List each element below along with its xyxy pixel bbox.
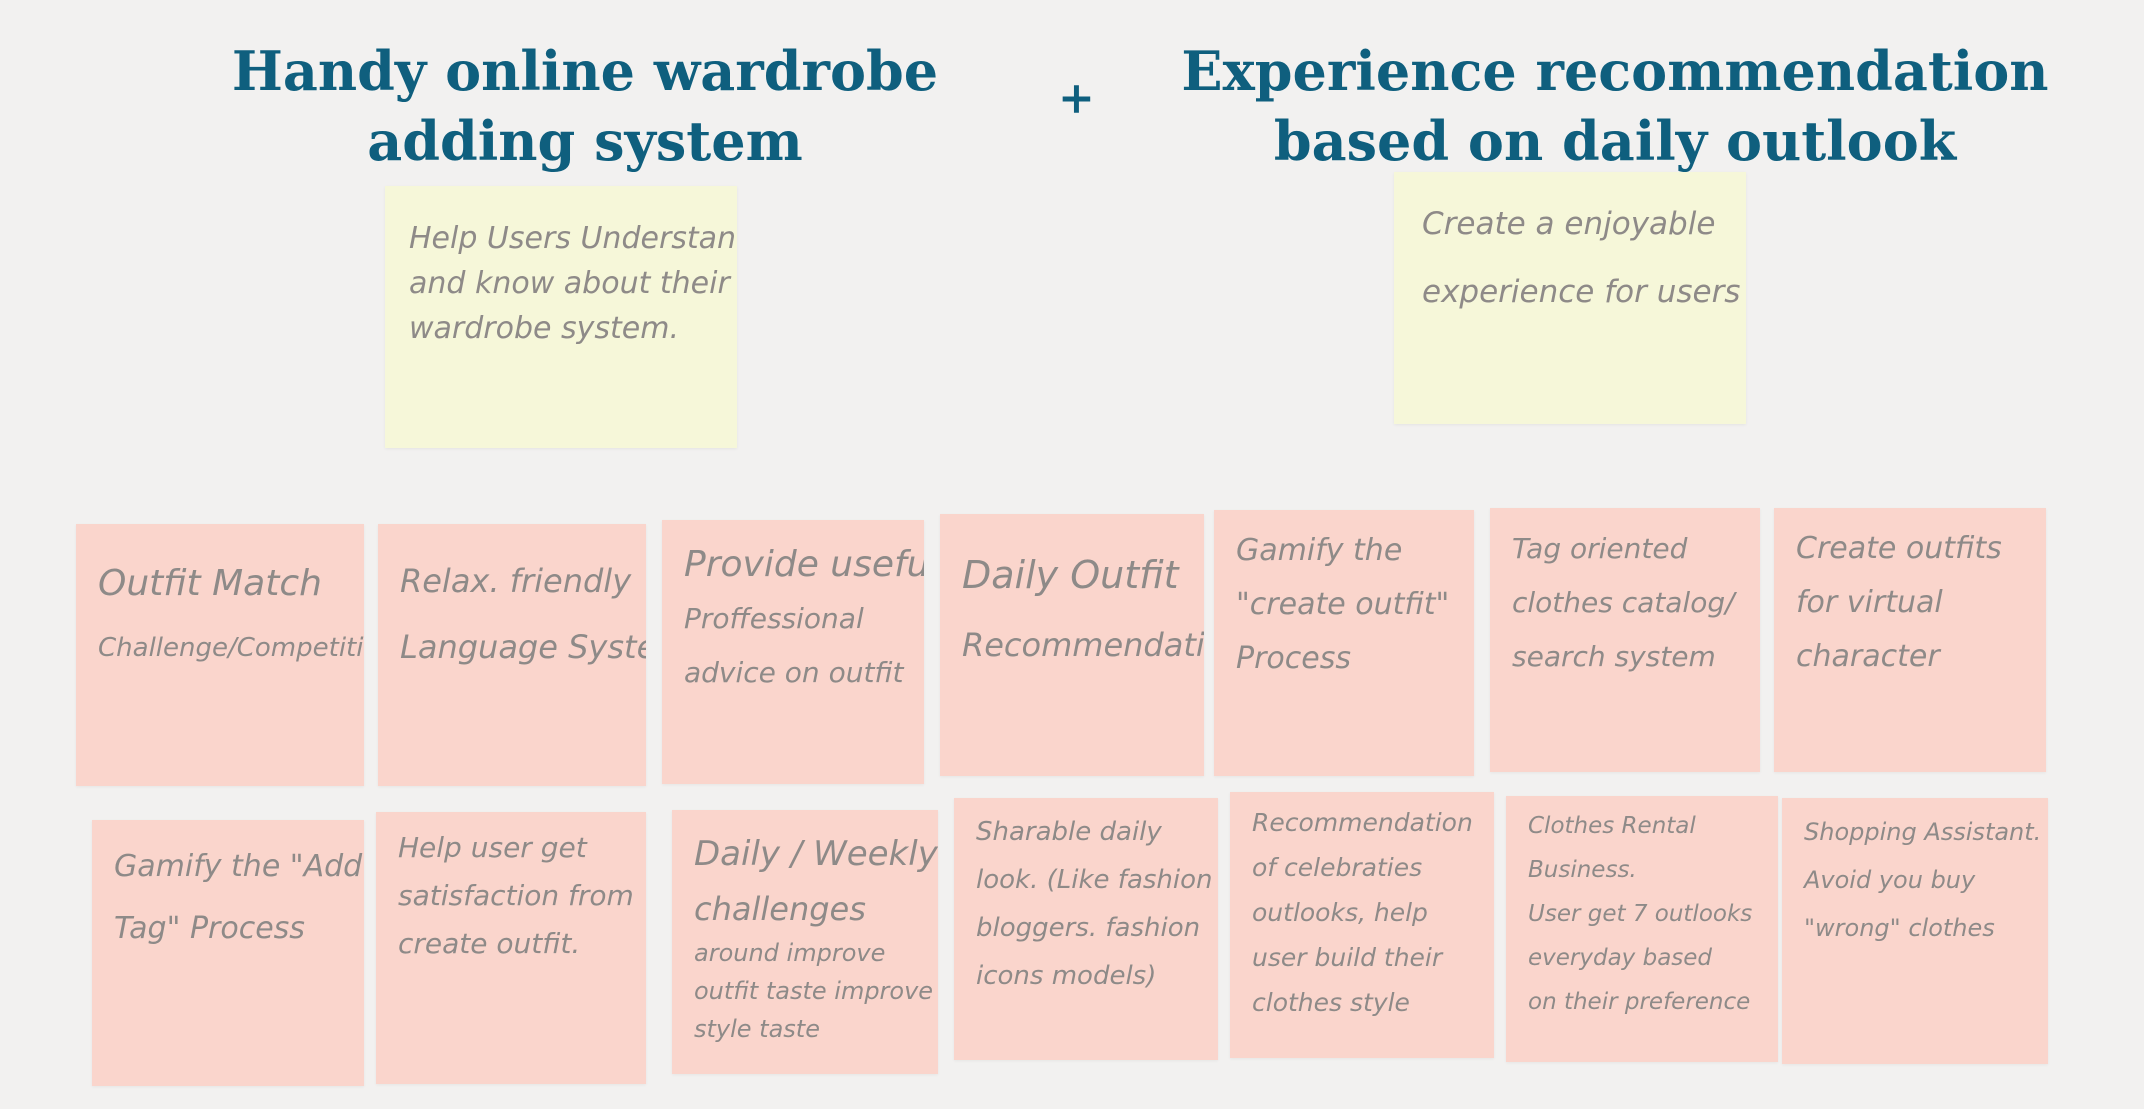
note-line: Proffessional [684, 602, 864, 635]
idea-note-virtual-character: Create outfits for virtual character [1774, 508, 2046, 772]
note-line: Process [1236, 641, 1351, 676]
note-line: outfit taste improve [694, 977, 934, 1005]
heading-right-line-1: Experience recommendation [1181, 39, 2049, 103]
heading-left: Handy online wardrobe adding system [190, 36, 980, 176]
note-line: Relax. friendly [400, 562, 632, 600]
note-line: style taste [694, 1015, 820, 1043]
note-line: create outfit. [398, 927, 581, 960]
note-line: Help Users Understand [409, 221, 737, 256]
note-line: character [1796, 639, 1940, 674]
note-line: bloggers. fashion [976, 913, 1201, 943]
note-line: Gamify the [1236, 533, 1403, 568]
plus-sign: + [1058, 73, 1095, 124]
note-line: Create a enjoyable [1422, 206, 1716, 242]
note-line: challenges [694, 890, 866, 928]
note-line: clothes style [1252, 988, 1410, 1017]
note-line: User get 7 outlooks [1528, 901, 1753, 927]
note-line: Recommendation [962, 626, 1204, 664]
note-line: Daily / Weekly [694, 834, 938, 874]
note-line: and know about their [409, 266, 730, 301]
note-line: Outfit Match [98, 563, 322, 604]
goal-note-right: Create a enjoyable experience for users [1394, 172, 1746, 424]
note-line: experience for users [1422, 274, 1741, 310]
idea-note-outfit-match: Outfit Match Challenge/Competition [76, 524, 364, 786]
note-line: Language System. [400, 628, 646, 666]
goal-note-left: Help Users Understand and know about the… [385, 186, 737, 448]
idea-note-weekly-challenges: Daily / Weekly challenges around improve… [672, 810, 938, 1074]
note-line: clothes catalog/ [1512, 586, 1735, 619]
idea-note-celebrity-outlooks: Recommendation of celebraties outlooks, … [1230, 792, 1494, 1058]
note-line: Gamify the "Add [114, 849, 363, 884]
note-line: on their preference [1528, 989, 1751, 1015]
idea-note-professional-advice: Provide useful Proffessional advice on o… [662, 520, 924, 784]
note-line: of celebraties [1252, 853, 1423, 882]
note-line: "wrong" clothes [1804, 914, 1995, 942]
note-line: for virtual [1796, 585, 1943, 620]
idea-note-tag-catalog: Tag oriented clothes catalog/ search sys… [1490, 508, 1760, 772]
note-line: Avoid you buy [1804, 866, 1976, 894]
heading-right-line-2: based on daily outlook [1273, 109, 1957, 173]
note-line: Create outfits [1796, 531, 2002, 566]
note-line: advice on outfit [684, 656, 904, 689]
heading-right: Experience recommendation based on daily… [1165, 36, 2065, 176]
note-line: outlooks, help [1252, 898, 1428, 927]
idea-note-shopping-assistant: Shopping Assistant. Avoid you buy "wrong… [1782, 798, 2048, 1064]
note-line: Help user get [398, 831, 587, 864]
note-line: Provide useful [684, 544, 924, 585]
note-line: Tag" Process [114, 911, 305, 946]
note-line: everyday based [1528, 945, 1713, 971]
note-line: satisfaction from [398, 879, 634, 912]
note-line: Daily Outfit [962, 553, 1179, 597]
idea-note-daily-outfit: Daily Outfit Recommendation [940, 514, 1204, 776]
heading-left-line-1: Handy online wardrobe [231, 39, 939, 103]
note-line: Clothes Rental [1528, 813, 1696, 839]
note-line: search system [1512, 640, 1716, 673]
note-line: Recommendation [1252, 808, 1473, 837]
note-line: around improve [694, 939, 886, 967]
idea-note-clothes-rental: Clothes Rental Business. User get 7 outl… [1506, 796, 1778, 1062]
idea-note-gamify-create-outfit: Gamify the "create outfit" Process [1214, 510, 1474, 776]
note-line: look. (Like fashion [976, 865, 1213, 895]
note-line: Business. [1528, 857, 1637, 883]
idea-note-relax-language: Relax. friendly Language System. [378, 524, 646, 786]
idea-note-satisfaction: Help user get satisfaction from create o… [376, 812, 646, 1084]
note-line: icons models) [976, 961, 1157, 991]
note-line: user build their [1252, 943, 1443, 972]
note-line: Tag oriented [1512, 532, 1688, 565]
note-line: Challenge/Competition [98, 633, 364, 663]
note-line: Shopping Assistant. [1804, 818, 2042, 846]
idea-note-sharable-look: Sharable daily look. (Like fashion blogg… [954, 798, 1218, 1060]
heading-left-line-2: adding system [367, 109, 803, 173]
note-line: "create outfit" [1236, 587, 1450, 622]
note-line: wardrobe system. [409, 311, 680, 346]
idea-note-gamify-add-tag: Gamify the "Add Tag" Process [92, 820, 364, 1086]
note-line: Sharable daily [976, 817, 1162, 847]
